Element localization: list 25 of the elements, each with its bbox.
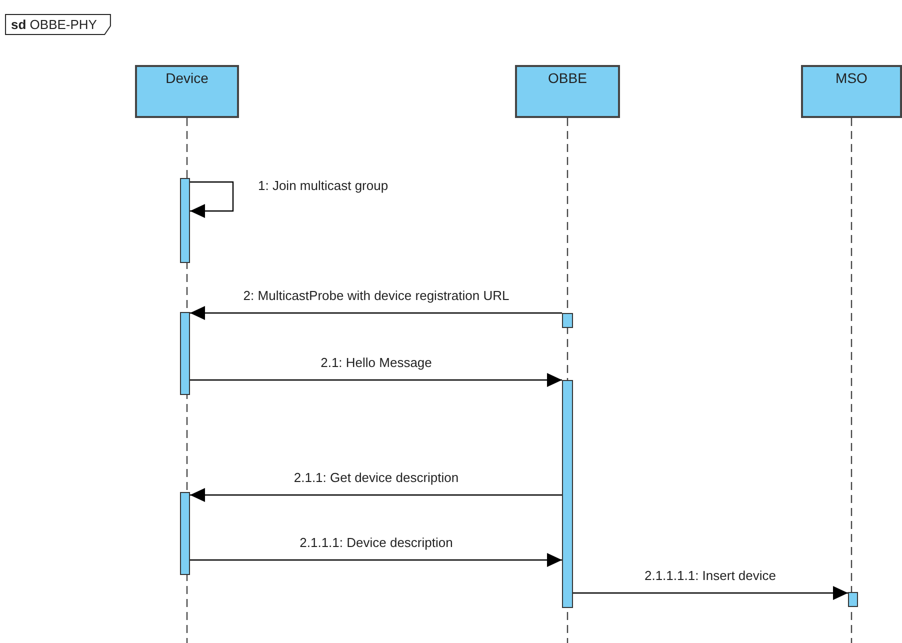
edge-label: 2.1: Hello Message [320, 356, 432, 369]
edge-label: 2.1.1: Get device description [294, 471, 459, 484]
edge-label: 2.1.1.1: Device description [300, 536, 453, 549]
edge-label: 2.1.1.1.1: Insert device [644, 569, 776, 582]
lifeline-head [801, 65, 902, 118]
activation-bar [562, 380, 573, 608]
lifeline-name: OBBE [548, 70, 587, 88]
message-arrow [190, 488, 562, 502]
activation-bar [562, 313, 573, 328]
activation-bar [180, 492, 190, 575]
lifeline-name: MSO [836, 70, 868, 88]
edge-label: 1: Join multicast group [258, 179, 388, 192]
activation-bar [180, 178, 190, 263]
activation-bar [848, 592, 858, 607]
message-arrow [573, 586, 848, 600]
frame-title: sd OBBE-PHY [5, 14, 111, 35]
lifeline-name: Device [166, 70, 208, 88]
message-arrow [190, 181, 234, 218]
activation-bar [180, 312, 190, 395]
message-arrow [190, 306, 562, 320]
edge-label: 2: MulticastProbe with device registration URL [243, 289, 510, 302]
lifeline-head [135, 65, 239, 118]
lifeline-head [515, 65, 620, 118]
message-arrow [190, 553, 562, 567]
message-arrow [190, 373, 562, 387]
